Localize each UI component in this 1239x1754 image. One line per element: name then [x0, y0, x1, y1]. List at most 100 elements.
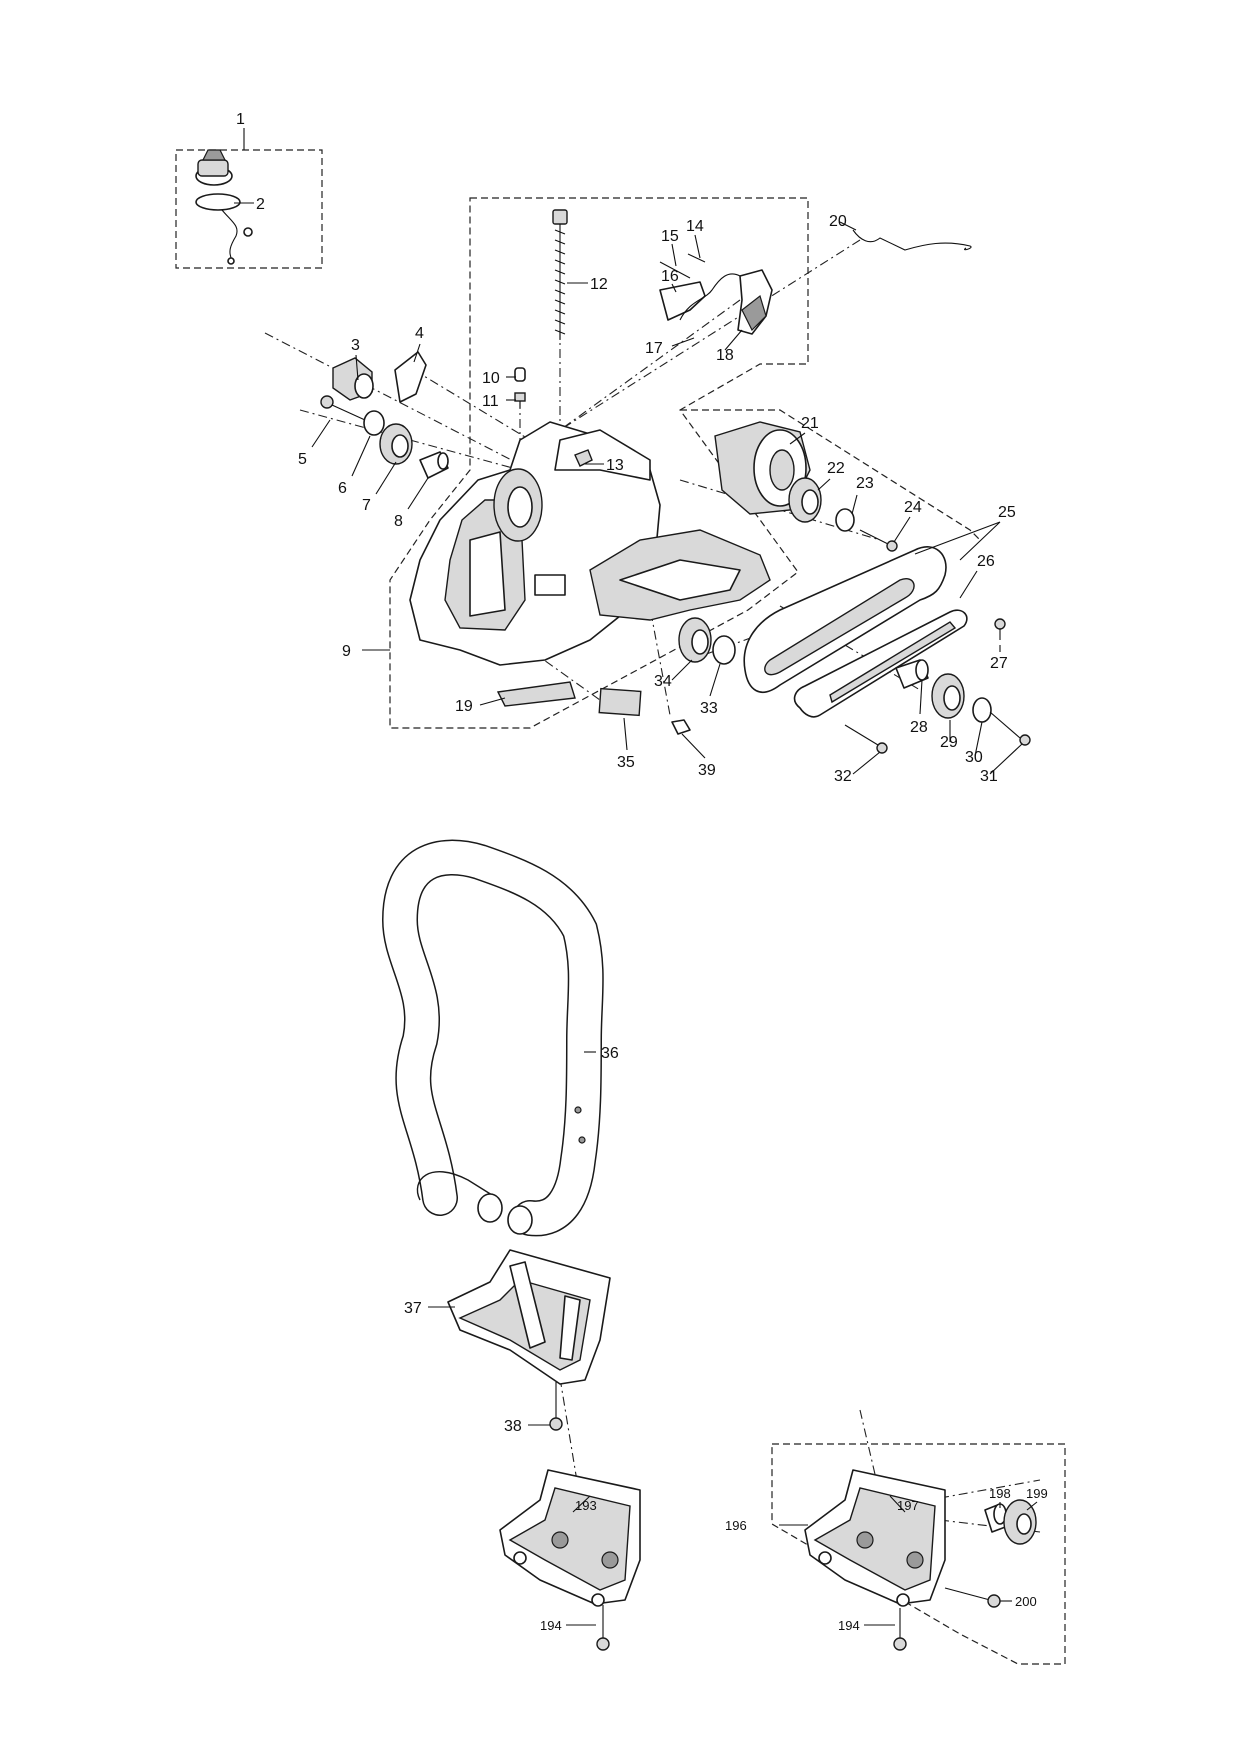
callout-194-a: 194 — [540, 1618, 562, 1633]
group-box-196 — [771, 1443, 1066, 1665]
callout-28: 28 — [910, 719, 928, 736]
part-19-label — [496, 681, 576, 707]
part-5-screw — [320, 395, 366, 421]
callout-200: 200 — [1015, 1594, 1037, 1609]
axis-20 — [559, 239, 861, 431]
leader-lines — [234, 128, 1038, 1626]
part-23-washer — [835, 508, 855, 532]
part-13-clip — [574, 449, 593, 467]
callout-36: 36 — [601, 1045, 619, 1062]
part-4-sticker — [394, 351, 427, 403]
callout-2: 2 — [256, 196, 265, 213]
part-8-spacer — [419, 451, 449, 479]
part-22-rubber-mount — [788, 477, 822, 523]
part-9-cover — [589, 529, 771, 621]
part-21-tank — [714, 421, 811, 515]
callout-37: 37 — [404, 1300, 422, 1317]
callout-16: 16 — [661, 268, 679, 285]
callout-10: 10 — [482, 370, 500, 387]
callout-9: 9 — [342, 643, 351, 660]
axis-18 — [559, 299, 741, 431]
part-31-screw — [989, 711, 1031, 746]
callout-17: 17 — [645, 340, 663, 357]
part-37-bracket — [447, 1249, 611, 1385]
callout-6: 6 — [338, 480, 347, 497]
axis-4 — [413, 369, 531, 441]
callout-20: 20 — [829, 213, 847, 230]
part-32-screw — [844, 724, 888, 754]
callout-5: 5 — [298, 451, 307, 468]
callout-14: 14 — [686, 218, 704, 235]
part-193-bracket — [499, 1469, 641, 1607]
callout-13: 13 — [606, 457, 624, 474]
callout-34: 34 — [654, 673, 672, 690]
part-194-screw-b — [893, 1608, 907, 1651]
group-box-9 — [389, 197, 809, 729]
callout-22: 22 — [827, 460, 845, 477]
callout-labels: 1 2 3 4 5 6 7 8 9 10 11 12 13 14 15 16 1… — [236, 111, 1048, 1633]
part-11-screw — [514, 392, 526, 408]
callout-25: 25 — [998, 504, 1016, 521]
part-15-pin — [659, 261, 691, 279]
callout-3: 3 — [351, 337, 360, 354]
part-14-pin — [687, 253, 706, 263]
part-16-lever — [659, 281, 706, 321]
part-194-screw-a — [596, 1605, 610, 1651]
callout-1: 1 — [236, 111, 245, 128]
part-39-cap — [671, 719, 691, 735]
callout-197: 197 — [897, 1498, 919, 1513]
group-box-21-25 — [680, 409, 981, 541]
callout-27: 27 — [990, 655, 1008, 672]
part-6-washer — [363, 410, 385, 436]
part-24-screw — [859, 529, 898, 552]
part-20-rod — [852, 229, 972, 251]
callout-23: 23 — [856, 475, 874, 492]
part-25-arm — [743, 546, 947, 693]
part-197-bracket — [804, 1469, 946, 1607]
callout-29: 29 — [940, 734, 958, 751]
callout-4: 4 — [415, 325, 424, 342]
part-17-spring — [679, 273, 741, 321]
fuel-cap — [195, 149, 253, 265]
group-box-1 — [175, 149, 323, 269]
callout-193: 193 — [575, 1498, 597, 1513]
callout-30: 30 — [965, 749, 983, 766]
part-33-washer — [712, 635, 736, 665]
callout-194-b: 194 — [838, 1618, 860, 1633]
callout-7: 7 — [362, 497, 371, 514]
callout-12: 12 — [590, 276, 608, 293]
part-3-damper — [332, 357, 374, 401]
part-7-rubber-mount — [379, 423, 413, 465]
part-36-handlebar — [381, 839, 604, 1237]
callout-39: 39 — [698, 762, 716, 779]
callout-199: 199 — [1026, 1486, 1048, 1501]
callout-196: 196 — [725, 1518, 747, 1533]
part-26-arm — [793, 609, 968, 718]
callout-38: 38 — [504, 1418, 522, 1435]
callout-35: 35 — [617, 754, 635, 771]
part-28-spacer — [895, 659, 929, 689]
part-12-bolt — [552, 209, 568, 340]
part-38-screw — [549, 1382, 563, 1431]
callout-11: 11 — [482, 393, 499, 410]
part-29-rubber-mount — [931, 673, 965, 719]
callout-32: 32 — [834, 768, 852, 785]
callout-24: 24 — [904, 499, 922, 516]
callout-33: 33 — [700, 700, 718, 717]
part-35-label — [598, 687, 642, 717]
part-34-rubber-mount — [678, 617, 712, 663]
callout-18: 18 — [716, 347, 734, 364]
callout-15: 15 — [661, 228, 679, 245]
part-200-screw — [944, 1587, 1001, 1608]
part-30-washer — [972, 697, 992, 723]
callout-21: 21 — [801, 415, 819, 432]
part-18-trigger — [737, 269, 773, 335]
part-27-screw — [994, 618, 1006, 640]
part-199-rubber-mount — [1003, 1499, 1037, 1545]
callout-31: 31 — [980, 768, 998, 785]
callout-19: 19 — [455, 698, 473, 715]
part-10-plug — [514, 367, 526, 382]
axis-left-mounts — [264, 332, 561, 486]
callout-198: 198 — [989, 1486, 1011, 1501]
